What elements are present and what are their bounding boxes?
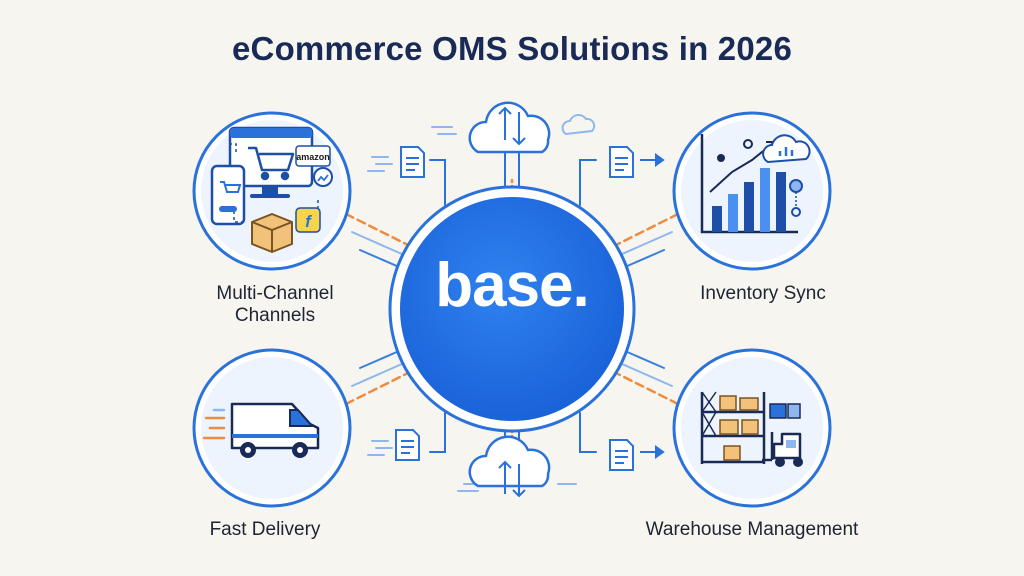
package-box-icon [251,213,293,253]
label-fast-delivery: Fast Delivery [209,519,321,540]
forklift-icon [762,432,803,467]
brand-logo-text: base. [435,251,590,320]
smartphone-icon [210,164,246,226]
label-multi-channel-line1: Multi-Channel [216,283,334,304]
node-inventory-sync [672,111,832,271]
delivery-van-icon [202,402,320,458]
warehouse-shelf-icon [700,391,801,464]
label-inventory-sync: Inventory Sync [700,283,826,304]
bar-chart-icon [700,134,803,234]
page-title: eCommerce OMS Solutions in 2026 [231,30,793,67]
document-icon [609,146,634,178]
cloud-sync-icon [468,435,551,498]
flipkart-badge: f [295,207,321,233]
cloud-sync-icon [468,101,551,154]
node-fast-delivery [192,348,352,508]
document-icon [400,146,425,178]
label-multi-channel: Multi-Channel Channels [190,283,360,327]
label-warehouse-management: Warehouse Management [645,519,859,540]
cloud-analytics-icon [762,134,811,164]
arrow-right-icon [640,153,665,459]
node-multi-channel: amazon f [192,111,352,271]
hub-circle [388,185,636,433]
flipkart-badge-text: f [305,212,313,231]
shopping-cart-icon [248,146,295,181]
node-warehouse [672,348,832,508]
document-icon [395,429,420,461]
trend-badge-icon [313,167,333,187]
amazon-badge-text: amazon [296,152,330,162]
amazon-badge: amazon [295,145,331,167]
label-multi-channel-line2: Channels [234,305,316,326]
document-icon [609,439,634,471]
small-cloud-icon [561,114,596,136]
